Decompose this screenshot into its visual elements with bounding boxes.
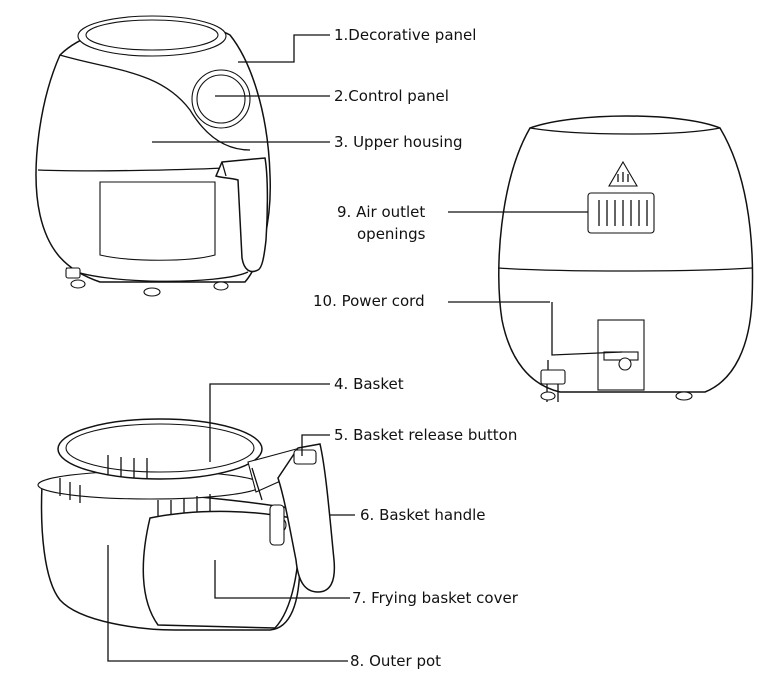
- air-fryer-front-view: [35, 15, 272, 297]
- air-fryer-back-view: [497, 115, 754, 402]
- label-frying-basket-cover: 7. Frying basket cover: [352, 589, 519, 607]
- air-outlet-openings: [587, 192, 655, 234]
- frying-basket-cover: [142, 510, 301, 629]
- callout-labels: 1.Decorative panel 2.Control panel 3. Up…: [313, 26, 519, 670]
- basket-assembly: [37, 418, 336, 631]
- label-basket-handle: 6. Basket handle: [360, 506, 486, 524]
- label-air-outlet-openings: openings: [357, 225, 426, 243]
- label-outer-pot: 8. Outer pot: [350, 652, 441, 670]
- label-basket: 4. Basket: [334, 375, 404, 393]
- label-control-panel: 2.Control panel: [334, 87, 449, 105]
- label-power-cord: 10. Power cord: [313, 292, 425, 310]
- basket-handle: [277, 443, 336, 593]
- label-upper-housing: 3. Upper housing: [334, 133, 462, 151]
- hot-surface-warning-icon: [608, 160, 638, 187]
- basket-release-button: [293, 449, 317, 465]
- label-decorative-panel: 1.Decorative panel: [334, 26, 476, 44]
- label-basket-release-button: 5. Basket release button: [334, 426, 517, 444]
- leader-lines: [107, 34, 588, 662]
- power-cord: [540, 302, 623, 402]
- label-air-outlet: 9. Air outlet: [337, 203, 425, 221]
